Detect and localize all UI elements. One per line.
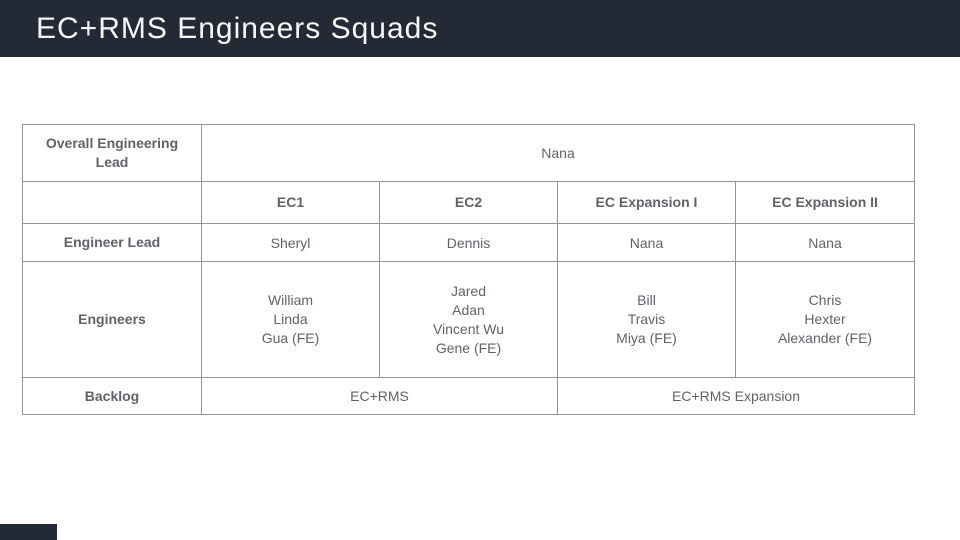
squads-table: Overall Engineering Lead Nana EC1 EC2 EC… xyxy=(22,124,916,415)
column-header-ec1: EC1 xyxy=(201,181,380,224)
table-row-engineer-lead: Engineer Lead Sheryl Dennis Nana Nana xyxy=(22,223,916,262)
empty-corner-cell xyxy=(22,181,202,224)
overall-lead-value: Nana xyxy=(200,124,916,182)
column-header-ec-expansion-2: EC Expansion II xyxy=(734,181,916,224)
column-header-ec-expansion-1: EC Expansion I xyxy=(557,181,736,224)
engineer-lead-label: Engineer Lead xyxy=(22,223,202,262)
bottom-left-accent-bar xyxy=(0,524,57,540)
overall-lead-label: Overall Engineering Lead xyxy=(22,124,202,182)
column-header-ec2: EC2 xyxy=(379,181,558,224)
engineers-label: Engineers xyxy=(22,261,202,378)
backlog-expansion: EC+RMS Expansion xyxy=(556,377,916,415)
table-row-overall-lead: Overall Engineering Lead Nana xyxy=(22,124,916,182)
engineer-lead-ec-expansion-1: Nana xyxy=(557,223,736,262)
table-row-squad-headers: EC1 EC2 EC Expansion I EC Expansion II xyxy=(22,181,916,224)
engineer-lead-ec1: Sheryl xyxy=(201,223,380,262)
engineer-lead-ec2: Dennis xyxy=(379,223,558,262)
backlog-label: Backlog xyxy=(22,377,202,415)
slide-title: EC+RMS Engineers Squads xyxy=(36,11,439,45)
table-row-backlog: Backlog EC+RMS EC+RMS Expansion xyxy=(22,377,916,415)
backlog-ec: EC+RMS xyxy=(201,377,558,415)
slide-header-bar: EC+RMS Engineers Squads xyxy=(0,0,960,57)
engineer-lead-ec-expansion-2: Nana xyxy=(734,223,916,262)
